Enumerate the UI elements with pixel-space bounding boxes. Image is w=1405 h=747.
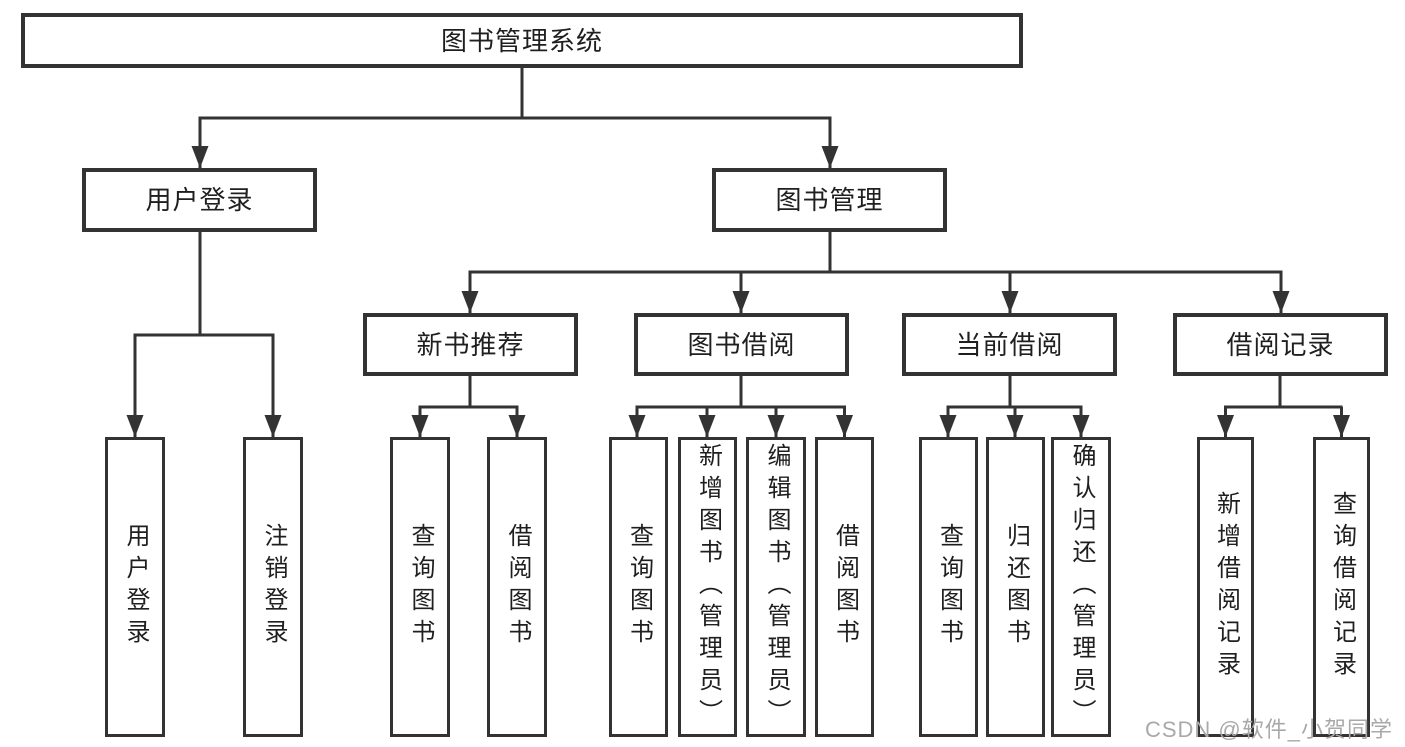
connector-new-book-recommend-children xyxy=(411,376,526,437)
node-book-management-label: 图书管理 xyxy=(775,185,884,215)
connector-current-borrowing-children xyxy=(939,376,1090,437)
leaf-edit-books-admin: 编辑图书（管理员） xyxy=(746,437,806,737)
connector-root-to-level2 xyxy=(191,68,839,168)
node-new-book-recommend: 新书推荐 xyxy=(363,313,578,376)
node-book-management: 图书管理 xyxy=(712,168,947,232)
leaf-current-query-books-label: 查询图书 xyxy=(935,523,963,651)
node-book-borrowing-label: 图书借阅 xyxy=(687,329,796,360)
leaf-user-login: 用户登录 xyxy=(105,437,165,737)
leaf-recommend-borrow-books: 借阅图书 xyxy=(487,437,547,737)
leaf-edit-books-admin-label: 编辑图书（管理员） xyxy=(763,443,790,731)
node-root-label: 图书管理系统 xyxy=(440,25,603,56)
node-new-book-recommend-label: 新书推荐 xyxy=(416,329,525,360)
node-current-borrowing-label: 当前借阅 xyxy=(955,329,1064,360)
connector-book-management-children xyxy=(461,232,1290,313)
leaf-confirm-return-admin-label: 确认归还（管理员） xyxy=(1068,443,1095,731)
leaf-logout-label: 注销登录 xyxy=(260,523,287,651)
node-user-login-label: 用户登录 xyxy=(145,185,254,215)
connector-book-borrowing-children xyxy=(628,376,853,437)
leaf-borrowing-query-books: 查询图书 xyxy=(609,437,668,737)
node-borrowing-records: 借阅记录 xyxy=(1173,313,1388,376)
node-book-borrowing: 图书借阅 xyxy=(634,313,849,376)
watermark: CSDN @软件_小贺同学 xyxy=(1144,717,1393,742)
leaf-query-borrow-record: 查询借阅记录 xyxy=(1313,437,1370,737)
leaf-recommend-borrow-books-label: 借阅图书 xyxy=(504,523,531,651)
node-user-login: 用户登录 xyxy=(82,168,317,232)
node-root: 图书管理系统 xyxy=(21,13,1023,68)
leaf-query-borrow-record-label: 查询借阅记录 xyxy=(1328,491,1356,683)
leaf-add-books-admin: 新增图书（管理员） xyxy=(678,437,737,737)
leaf-current-query-books: 查询图书 xyxy=(919,437,978,737)
leaf-add-borrow-record: 新增借阅记录 xyxy=(1197,437,1254,737)
leaf-add-borrow-record-label: 新增借阅记录 xyxy=(1212,491,1240,683)
leaf-borrowing-query-books-label: 查询图书 xyxy=(625,523,653,651)
connector-borrowing-records-children xyxy=(1217,376,1350,437)
leaf-logout: 注销登录 xyxy=(243,437,303,737)
connector-user-login-children xyxy=(126,232,282,437)
leaf-borrow-books-label: 借阅图书 xyxy=(831,523,859,651)
leaf-return-books-label: 归还图书 xyxy=(1002,523,1030,651)
leaf-confirm-return-admin: 确认归还（管理员） xyxy=(1051,437,1111,737)
node-borrowing-records-label: 借阅记录 xyxy=(1226,329,1335,360)
node-current-borrowing: 当前借阅 xyxy=(902,313,1117,376)
leaf-borrow-books: 借阅图书 xyxy=(815,437,874,737)
leaf-add-books-admin-label: 新增图书（管理员） xyxy=(694,443,722,731)
leaf-user-login-label: 用户登录 xyxy=(122,523,149,651)
leaf-recommend-query-books-label: 查询图书 xyxy=(407,523,434,651)
leaf-recommend-query-books: 查询图书 xyxy=(390,437,450,737)
leaf-return-books: 归还图书 xyxy=(986,437,1045,737)
